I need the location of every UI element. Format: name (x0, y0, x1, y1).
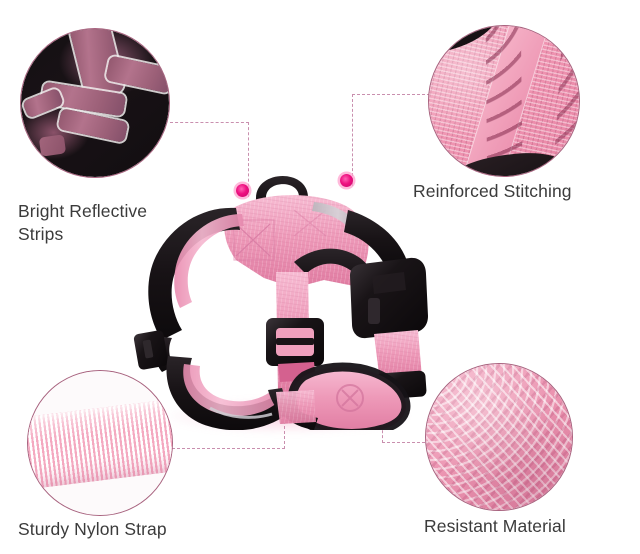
harness-slider-buckle (266, 318, 324, 366)
harness-right-chest-arc (294, 248, 380, 308)
connector-line-resistant-horizontal (382, 442, 430, 443)
texture-reflective-strips (21, 29, 169, 177)
harness-stitch-detail (233, 209, 327, 261)
feature-circle-sturdy-nylon-strap (27, 370, 173, 516)
feature-circle-bright-reflective-strips (20, 28, 170, 178)
feature-caption-bright-reflective-strips: Bright Reflective Strips (18, 201, 148, 244)
texture-reinforced-stitching (429, 26, 579, 176)
feature-caption-sturdy-nylon-strap: Sturdy Nylon Strap (18, 519, 167, 539)
connector-line-nylon-horizontal (172, 448, 285, 449)
feature-circle-reinforced-stitching (428, 25, 580, 177)
reflective-strap-accent (39, 133, 67, 157)
feature-caption-reinforced-stitching: Reinforced Stitching (413, 181, 572, 201)
connector-line-stitching-horizontal (352, 94, 430, 95)
connector-line-reflective-horizontal (170, 122, 249, 123)
texture-nylon-webbing (28, 371, 172, 515)
feature-caption-resistant-material: Resistant Material (424, 516, 566, 536)
harness-logo-emboss (336, 384, 364, 412)
feature-circle-resistant-material (425, 363, 573, 511)
product-image-dog-harness[interactable] (118, 140, 448, 430)
harness-belly-pad-lining (183, 364, 278, 417)
reflective-strap-segment (22, 87, 65, 119)
connector-line-stitching-vertical (352, 94, 353, 186)
harness-reflective-stitch-line (209, 406, 273, 419)
anchor-dot-bright-reflective-strips (236, 184, 249, 197)
harness-left-strap-lining (174, 214, 244, 308)
texture-resistant-material (426, 364, 572, 510)
harness-side-release-buckle (350, 257, 428, 339)
connector-line-reflective-vertical (248, 122, 249, 197)
anchor-dot-reinforced-stitching (340, 174, 353, 187)
harness-right-shoulder-strap (344, 210, 408, 272)
harness-left-shoulder-strap (148, 207, 240, 340)
